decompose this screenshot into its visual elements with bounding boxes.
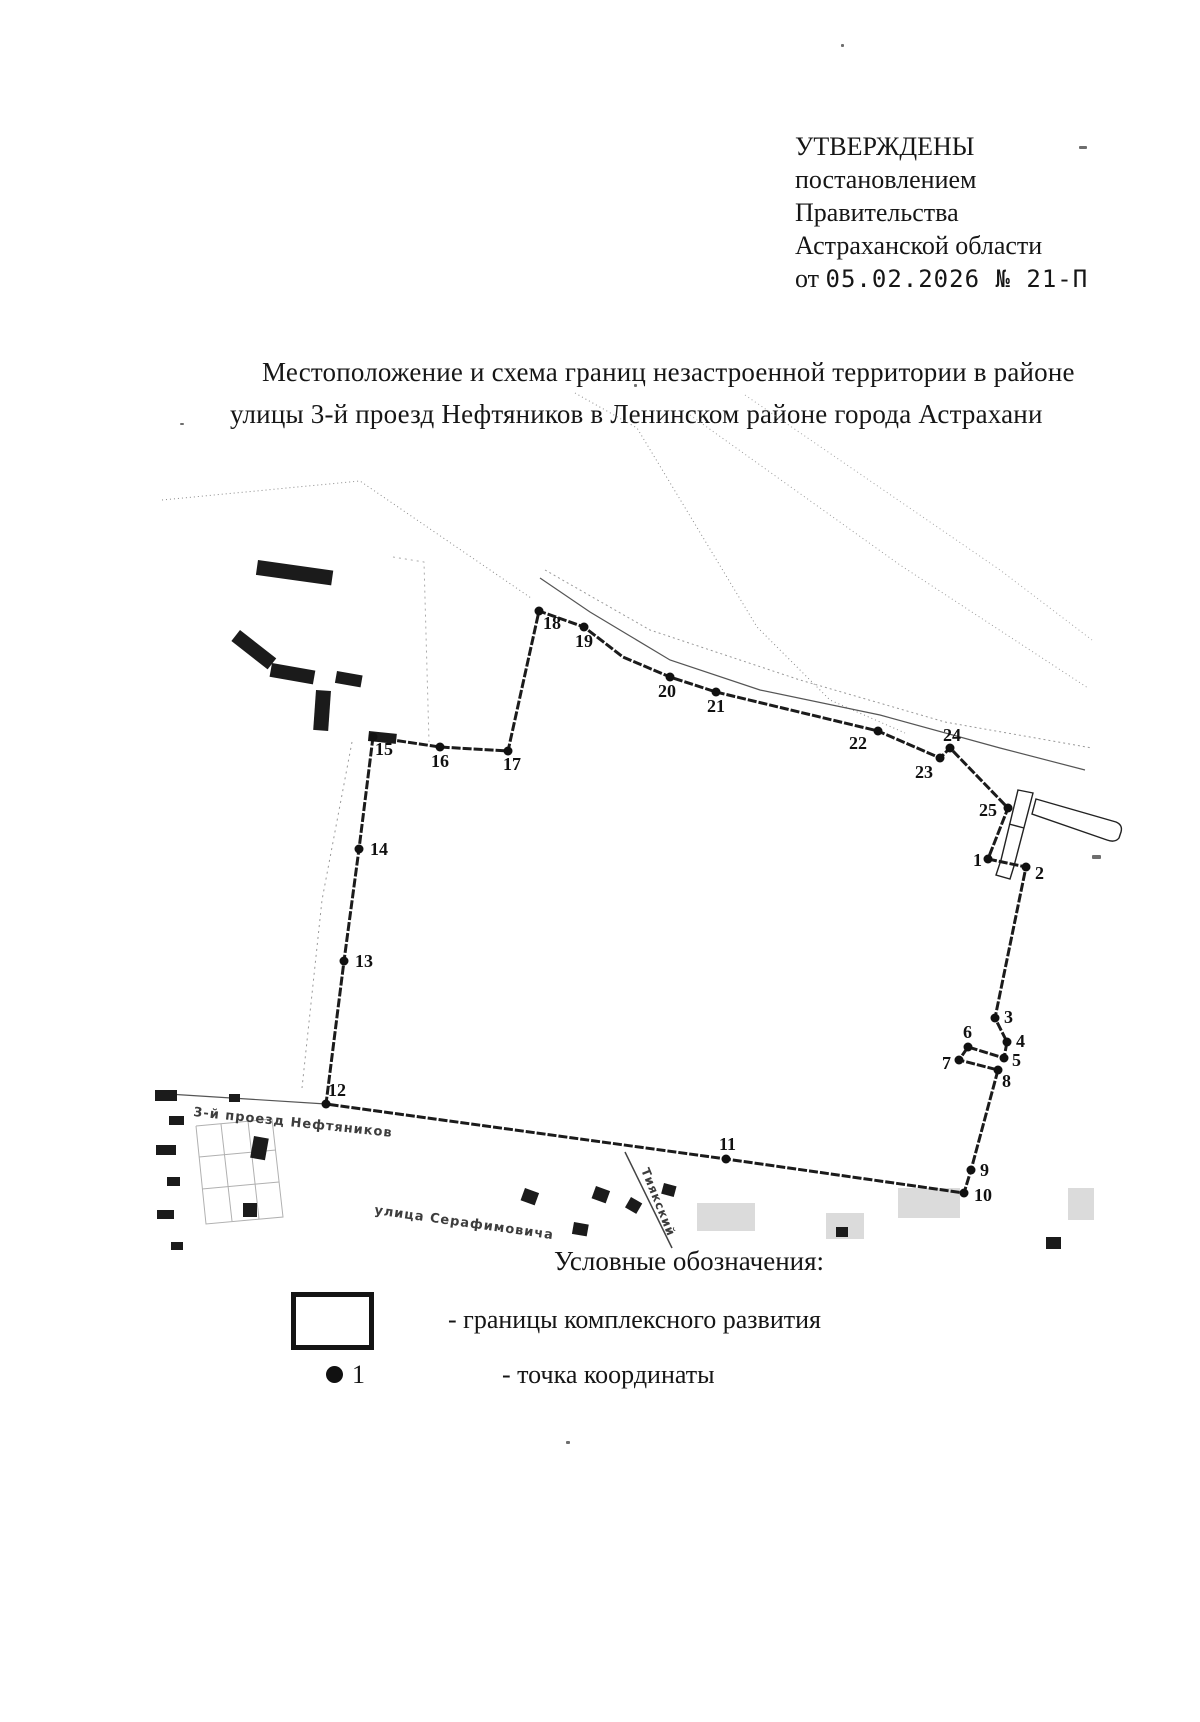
boundary-point-17 <box>503 746 513 756</box>
approval-block: УТВЕРЖДЕНЫ постановлением Правительства … <box>795 130 1088 296</box>
boundary-point-16 <box>435 742 445 752</box>
boundary-point-19 <box>579 622 589 632</box>
boundary-point-11 <box>721 1154 731 1164</box>
legend-label-boundary: - границы комплексного развития <box>448 1305 821 1334</box>
legend-heading: Условные обозначения: <box>554 1246 825 1276</box>
boundary-point-label-3: 3 <box>1004 1007 1013 1027</box>
boundary-point-1 <box>983 854 993 864</box>
boundary-point-4 <box>1002 1037 1012 1047</box>
page-title-line-1: Местоположение и схема границ незастроен… <box>262 357 1075 387</box>
boundary-point-label-8: 8 <box>1002 1071 1011 1091</box>
boundary-point-label-22: 22 <box>849 733 867 753</box>
approval-line-2: постановлением <box>795 165 977 194</box>
boundary-point-label-24: 24 <box>943 725 961 745</box>
boundary-point-12 <box>321 1099 331 1109</box>
boundary-point-18 <box>534 606 544 616</box>
boundary-point-6 <box>963 1042 973 1052</box>
boundary-point-label-9: 9 <box>980 1160 989 1180</box>
boundary-point-15 <box>368 732 378 742</box>
boundary-point-label-16: 16 <box>431 751 449 771</box>
approval-date-number: 05.02.2026 № 21-П <box>825 265 1089 293</box>
boundary-point-label-1: 1 <box>973 850 982 870</box>
boundary-point-label-4: 4 <box>1016 1031 1025 1051</box>
boundary-point-7 <box>954 1055 964 1065</box>
boundary-point-label-13: 13 <box>355 951 373 971</box>
boundary-point-label-11: 11 <box>719 1134 736 1154</box>
boundary-point-label-7: 7 <box>942 1053 951 1073</box>
boundary-point-25 <box>1003 803 1013 813</box>
coordinate-dot-number: 1 <box>352 1360 365 1389</box>
boundary-point-23 <box>935 753 945 763</box>
boundary-point-8 <box>993 1065 1003 1075</box>
page-title-line-2: улицы 3-й проезд Нефтяников в Ленинском … <box>230 399 1043 429</box>
boundary-point-22 <box>873 726 883 736</box>
boundary-point-10 <box>959 1188 969 1198</box>
boundary-polygon <box>324 609 1028 1195</box>
boundary-point-20 <box>665 672 675 682</box>
approval-line-5: от 05.02.2026 № 21-П <box>795 262 1088 296</box>
boundary-point-24 <box>945 743 955 753</box>
boundary-point-label-21: 21 <box>707 696 725 716</box>
boundary-point-13 <box>339 956 349 966</box>
boundary-point-label-10: 10 <box>974 1185 992 1205</box>
approval-line-1: УТВЕРЖДЕНЫ <box>795 132 975 161</box>
boundary-point-label-6: 6 <box>963 1022 972 1042</box>
boundary-point-label-14: 14 <box>370 839 388 859</box>
boundary-point-label-2: 2 <box>1035 863 1044 883</box>
boundary-point-9 <box>966 1165 976 1175</box>
boundary-rect-symbol <box>291 1292 374 1350</box>
boundary-point-label-17: 17 <box>503 754 521 774</box>
boundary-point-label-5: 5 <box>1012 1050 1021 1070</box>
boundary-point-2 <box>1021 862 1031 872</box>
boundary-point-label-15: 15 <box>375 739 393 759</box>
approval-line-3: Правительства <box>795 198 959 227</box>
boundary-point-label-25: 25 <box>979 800 997 820</box>
approval-line-4: Астраханской области <box>795 231 1043 260</box>
boundary-point-label-19: 19 <box>575 631 593 651</box>
boundary-point-3 <box>990 1013 1000 1023</box>
boundary-point-21 <box>711 687 721 697</box>
street-label-1: улица Серафимовича <box>373 1203 554 1243</box>
boundary-point-label-12: 12 <box>328 1080 346 1100</box>
boundary-point-14 <box>354 844 364 854</box>
legend-label-point: - точка координаты <box>502 1360 715 1389</box>
boundary-point-label-23: 23 <box>915 762 933 782</box>
street-label-2: Тиякский <box>638 1166 678 1238</box>
boundary-point-label-18: 18 <box>543 613 561 633</box>
boundary-point-5 <box>999 1053 1009 1063</box>
approval-date-prefix: от <box>795 264 820 293</box>
boundary-point-label-20: 20 <box>658 681 676 701</box>
coordinate-dot-symbol <box>326 1366 343 1383</box>
